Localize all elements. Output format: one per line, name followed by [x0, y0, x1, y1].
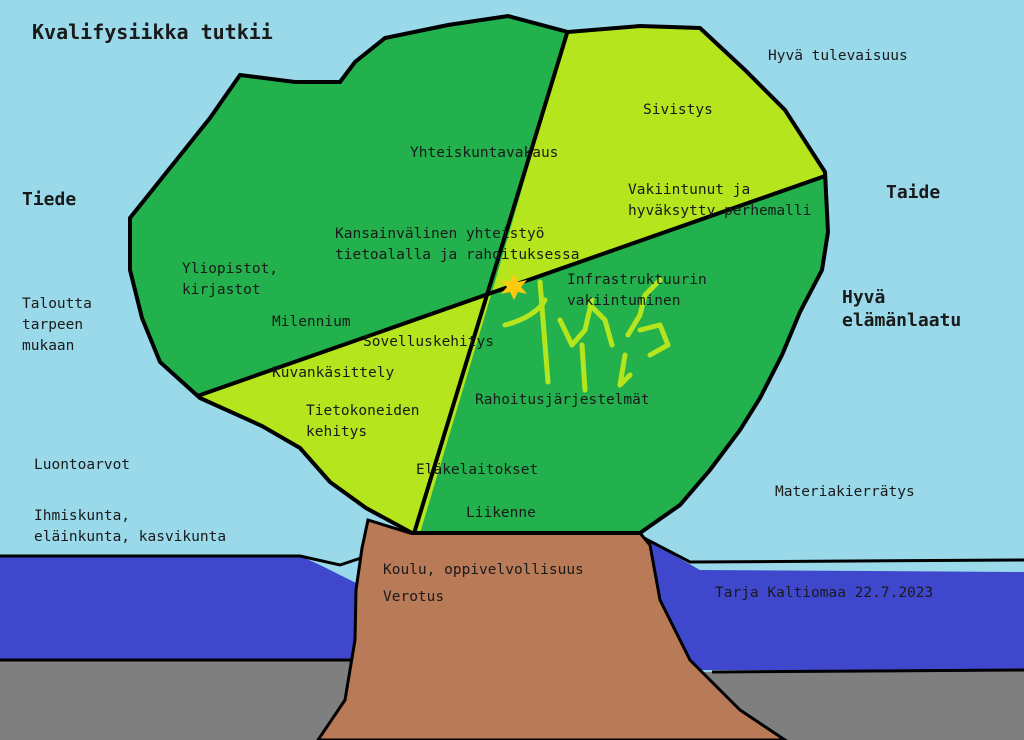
label-vakiintunut: Vakiintunut ja hyväksytty perhemalli — [628, 182, 812, 219]
ground — [0, 660, 1024, 740]
label-yhteiskuntavakaus: Yhteiskuntavakaus — [410, 145, 559, 161]
label-taloutta: Taloutta tarpeen mukaan — [22, 296, 92, 354]
label-tiede: Tiede — [22, 189, 77, 210]
label-rahoitus: Rahoitusjärjestelmät — [475, 392, 650, 408]
star-icon — [501, 274, 527, 300]
label-elakelaitokset: Eläkelaitokset — [416, 462, 539, 478]
label-verotus: Verotus — [383, 589, 445, 605]
label-luontoarvot: Luontoarvot — [34, 457, 131, 473]
horizon-line — [0, 658, 1024, 674]
label-kuvankasittely: Kuvankäsittely — [272, 365, 395, 381]
shore-line — [0, 534, 1024, 567]
label-materiakierratys: Materiakierrätys — [775, 484, 915, 500]
diagram-title: Kvalifysiikka tutkii — [32, 20, 273, 44]
label-tietokoneiden: Tietokoneiden kehitys — [306, 403, 420, 440]
signature: Tarja Kaltiomaa 22.7.2023 — [715, 585, 934, 601]
scribble-signature — [502, 277, 671, 393]
label-sovelluskehitys: Sovelluskehitys — [363, 334, 494, 350]
label-sivistys: Sivistys — [643, 102, 713, 118]
label-yliopistot: Yliopistot, kirjastot — [182, 261, 279, 298]
label-hyva-elamanlaatu: Hyvä elämänlaatu — [842, 287, 962, 331]
label-kansainvalinen: Kansainvälinen yhteistyö tietoalalla ja … — [335, 226, 580, 263]
crown-outline — [128, 13, 831, 535]
trunk — [316, 518, 788, 740]
label-infrastruktuuri: Infrastruktuurin vakiintuminen — [567, 272, 707, 309]
label-taide: Taide — [886, 182, 941, 203]
label-liikenne: Liikenne — [466, 505, 536, 521]
label-hyva-tulevaisuus: Hyvä tulevaisuus — [768, 48, 908, 64]
label-milennium: Milennium — [272, 314, 351, 330]
label-koulu: Koulu, oppivelvollisuus — [383, 562, 584, 578]
label-ihmiskunta: Ihmiskunta, eläinkunta, kasvikunta — [34, 508, 227, 545]
divider-line-1 — [410, 29, 570, 533]
